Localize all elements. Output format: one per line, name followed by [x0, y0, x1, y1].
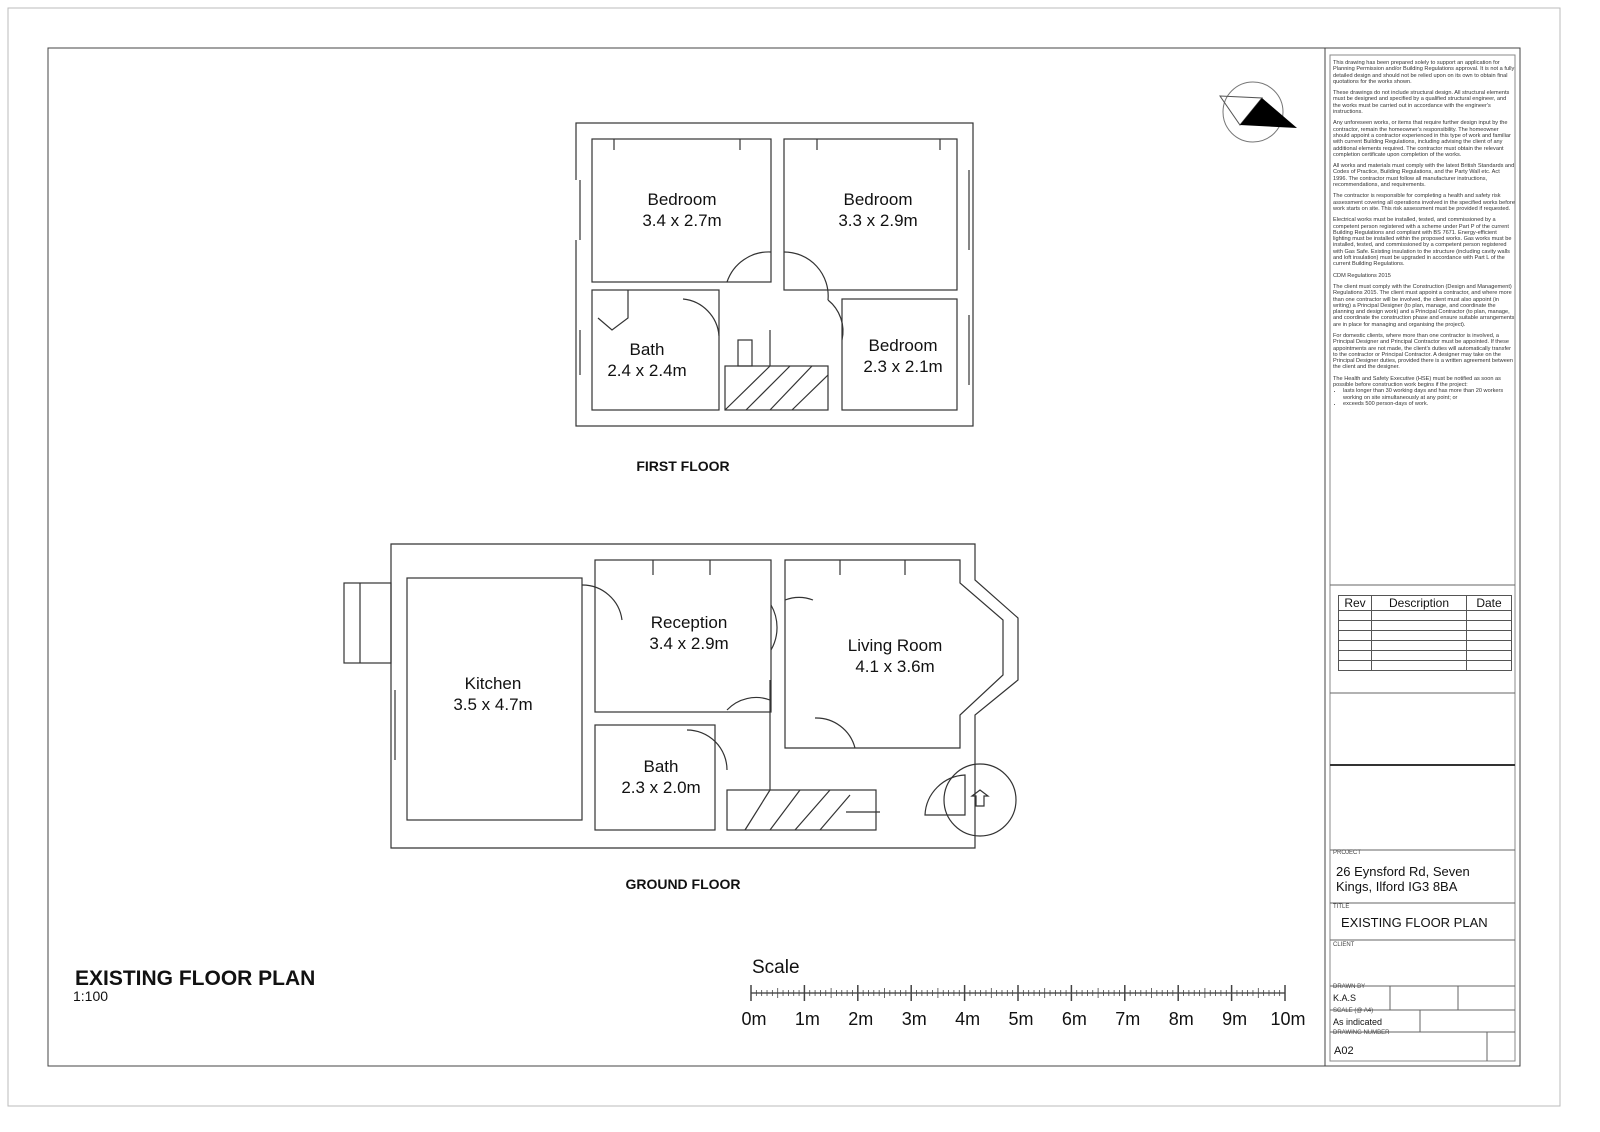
first-floor-label: FIRST FLOOR [636, 458, 729, 474]
note-paragraph: All works and materials must comply with… [1333, 163, 1515, 189]
room-name: Bedroom [844, 190, 913, 209]
date-header: Date [1466, 595, 1512, 611]
room-size: 3.4 x 2.9m [649, 634, 728, 653]
description-header: Description [1371, 595, 1467, 611]
room-size: 2.4 x 2.4m [607, 361, 686, 380]
scale-tick-label: 3m [902, 1009, 927, 1029]
ground-floor-plan [343, 543, 1019, 849]
room-name: Bedroom [648, 190, 717, 209]
general-notes: This drawing has been prepared solely to… [1333, 60, 1515, 407]
scale-tick-label: 4m [955, 1009, 980, 1029]
paper-border [7, 7, 1561, 1107]
note-paragraph: The contractor is responsible for comple… [1333, 193, 1515, 212]
project-address-line2: Kings, Ilford IG3 8BA [1336, 879, 1458, 894]
ground-floor-label: GROUND FLOOR [625, 876, 740, 892]
room-name: Bath [630, 340, 665, 359]
room-size: 2.3 x 2.1m [863, 357, 942, 376]
note-paragraph: CDM Regulations 2015 [1333, 272, 1391, 279]
scale-tick-label: 6m [1062, 1009, 1087, 1029]
room-name: Bedroom [869, 336, 938, 355]
scale-bar-title: Scale [752, 957, 800, 978]
client-label: CLIENT [1333, 942, 1355, 948]
scale-tick-label: 0m [741, 1009, 766, 1029]
first-floor-labels: Bedroom 3.4 x 2.7m Bedroom 3.3 x 2.9m Ba… [607, 190, 942, 474]
drawing-scale: 1:100 [73, 988, 108, 1004]
note-bullet: exceeds 500 person-days of work. [1343, 401, 1515, 407]
title-label: TITLE [1333, 904, 1350, 910]
title-value: EXISTING FLOOR PLAN [1341, 915, 1488, 930]
project-label: PROJECT [1333, 850, 1362, 856]
scale-tick-label: 8m [1169, 1009, 1194, 1029]
room-size: 4.1 x 3.6m [855, 657, 934, 676]
scale-label: SCALE (@ A4) [1333, 1008, 1374, 1014]
drawn-by-label: DRAWN BY [1333, 984, 1366, 990]
scale-tick-label: 9m [1222, 1009, 1247, 1029]
drawing-number-label: DRAWING NUMBER [1333, 1030, 1390, 1036]
room-name: Reception [651, 613, 728, 632]
scale-tick-label: 5m [1008, 1009, 1033, 1029]
revision-table: Rev Description Date [1338, 595, 1512, 671]
scale-value: As indicated [1333, 1017, 1383, 1027]
room-size: 2.3 x 2.0m [621, 778, 700, 797]
drawing-title: EXISTING FLOOR PLAN [75, 967, 315, 990]
note-bullet: lasts longer than 30 working days and ha… [1343, 388, 1515, 401]
drawing-number-value: A02 [1334, 1045, 1354, 1057]
rev-header: Rev [1338, 595, 1372, 611]
ground-floor-labels: Kitchen 3.5 x 4.7m Reception 3.4 x 2.9m … [453, 613, 942, 892]
note-paragraph: For domestic clients, where more than on… [1333, 332, 1514, 371]
note-paragraph: The client must comply with the Construc… [1333, 283, 1515, 328]
north-arrow-icon [1219, 81, 1297, 143]
scale-bar: 0m 1m 2m 3m 4m 5m 6m 7m 8m 9m 10m [741, 985, 1306, 1029]
title-block-inner [1329, 54, 1516, 1062]
room-size: 3.3 x 2.9m [838, 211, 917, 230]
note-paragraph: These drawings do not include structural… [1333, 90, 1510, 116]
room-size: 3.5 x 4.7m [453, 695, 532, 714]
title-block-frame [1324, 47, 1521, 1067]
room-name: Bath [644, 757, 679, 776]
note-paragraph: This drawing has been prepared solely to… [1333, 60, 1515, 85]
note-paragraph: The Health and Safety Executive (HSE) mu… [1333, 375, 1501, 389]
note-paragraph: Electrical works must be installed, test… [1333, 217, 1512, 268]
project-address-line1: 26 Eynsford Rd, Seven [1336, 864, 1470, 879]
scale-tick-label: 7m [1115, 1009, 1140, 1029]
room-size: 3.4 x 2.7m [642, 211, 721, 230]
room-name: Living Room [848, 636, 943, 655]
first-floor-plan [574, 122, 974, 427]
scale-tick-label: 10m [1270, 1009, 1305, 1029]
room-name: Kitchen [465, 674, 522, 693]
note-paragraph: Any unforeseen works, or items that requ… [1333, 120, 1511, 158]
drawn-by-value: K.A.S [1333, 993, 1357, 1003]
scale-tick-label: 1m [795, 1009, 820, 1029]
scale-tick-label: 2m [848, 1009, 873, 1029]
